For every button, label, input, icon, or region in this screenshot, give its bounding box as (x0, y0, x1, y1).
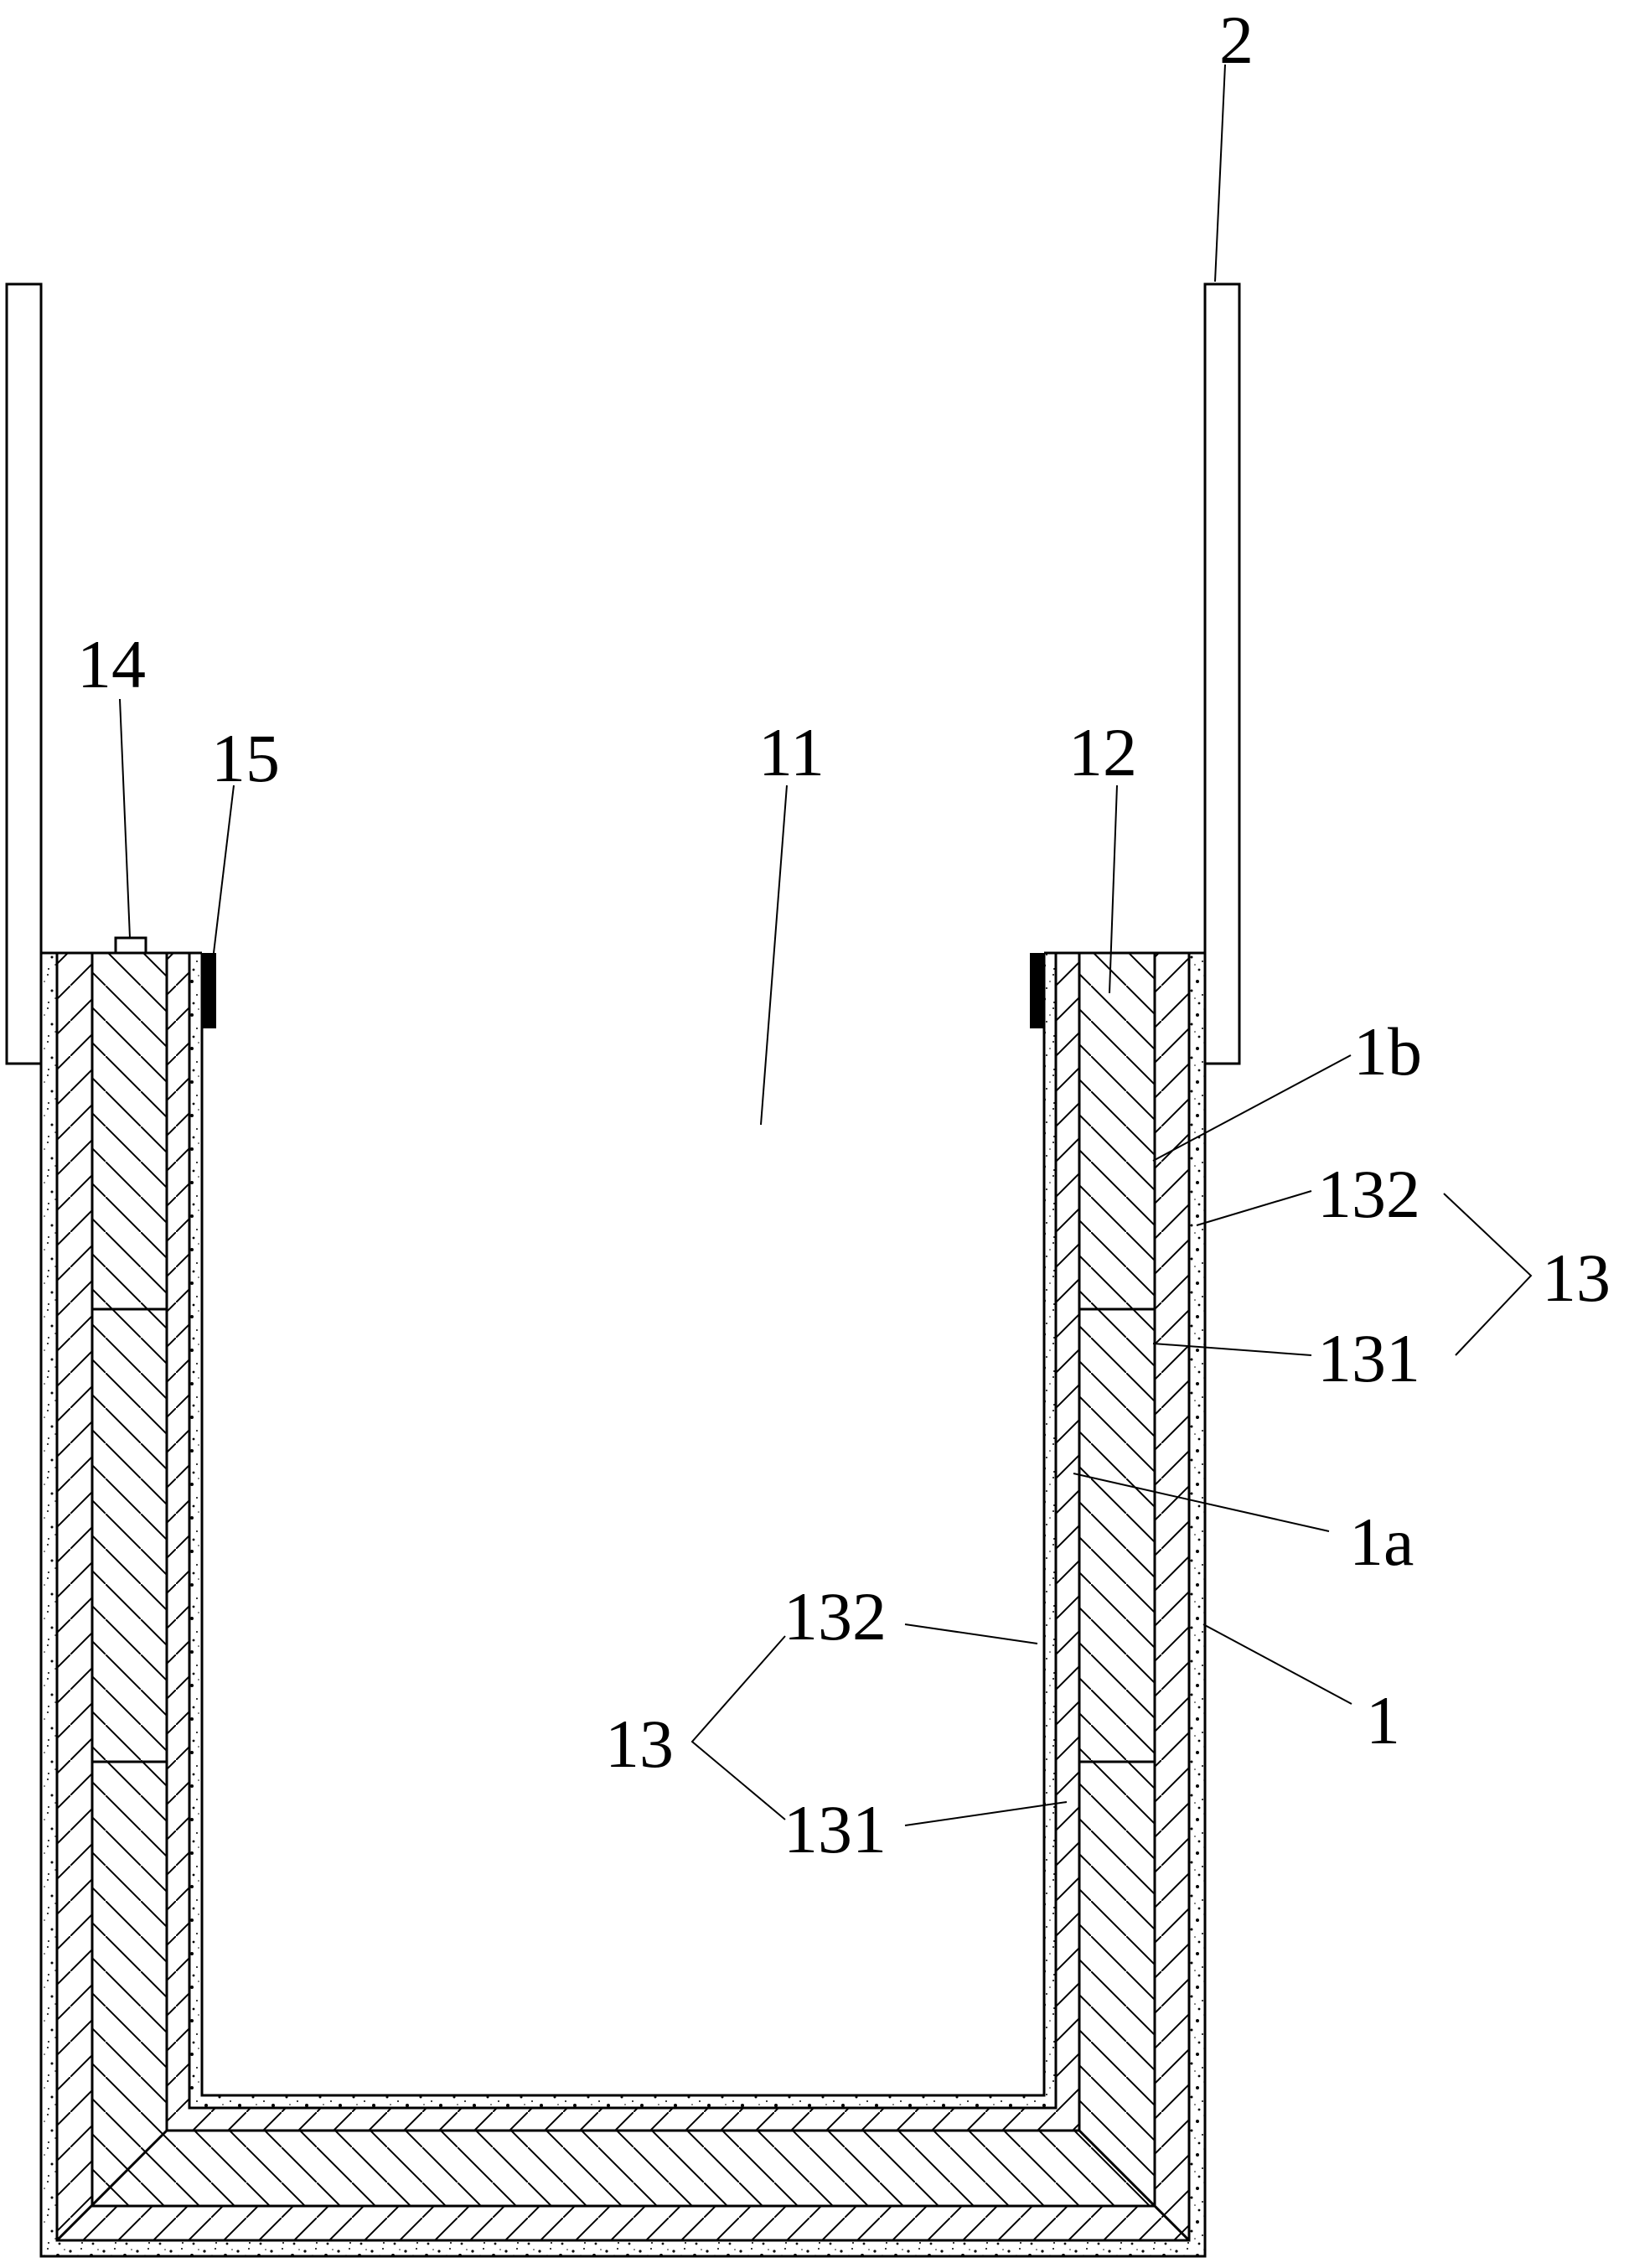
label-inner-face: 1a (1349, 1504, 1414, 1580)
label-inner-layer-131: 131 (783, 1791, 887, 1867)
left-side-plate (5, 282, 43, 1065)
reference-labels: 2 14 15 11 12 1b 132 13 131 1a 1 132 13 … (77, 2, 1611, 1867)
label-outer-group-13: 13 (1542, 1240, 1611, 1316)
sensor-14 (114, 936, 147, 955)
label-outer-face: 1b (1353, 1013, 1422, 1090)
right-side-plate (1203, 282, 1241, 1065)
label-inner-group-13: 13 (605, 1706, 674, 1782)
label-main-wall: 12 (1068, 714, 1137, 790)
label-seal-strip: 15 (211, 720, 280, 796)
right-seal-strip (1030, 953, 1044, 1028)
label-sensor: 14 (77, 626, 146, 702)
label-body: 1 (1366, 1682, 1400, 1758)
label-plate: 2 (1219, 2, 1254, 78)
leader-lines (119, 64, 1533, 1826)
container-body (39, 939, 1207, 2258)
left-seal-strip (202, 953, 216, 1028)
label-outer-layer-132: 132 (1317, 1156, 1420, 1232)
layer-outlines (41, 951, 1205, 2242)
label-outer-layer-131: 131 (1317, 1320, 1420, 1396)
cavity (200, 950, 1046, 2097)
cavity-opening (200, 939, 1046, 953)
label-inner-layer-132: 132 (783, 1578, 887, 1654)
label-cavity: 11 (758, 714, 825, 790)
